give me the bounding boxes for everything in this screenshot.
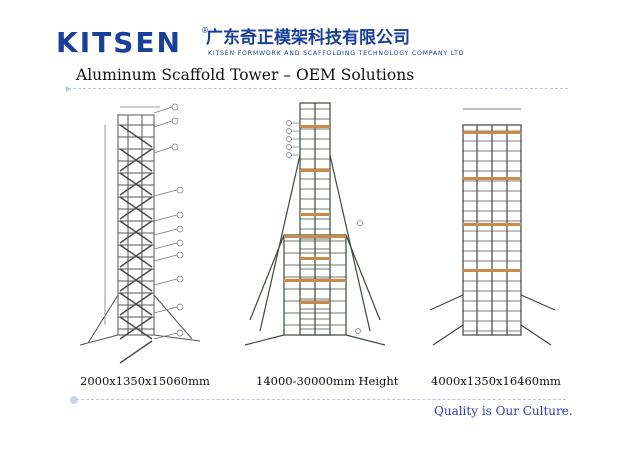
company-slogan: Quality is Our Culture.: [434, 404, 573, 418]
scaffold-double-bay-tower-figure: [429, 108, 556, 346]
footer-bullet-icon: [70, 396, 78, 404]
divider-arrow-icon: [66, 86, 71, 92]
scaffold-stair-tower-figure: [80, 103, 201, 364]
company-name-english: KITSEN FORMWORK AND SCAFFOLDING TECHNOLO…: [208, 50, 465, 57]
product-caption-2: 14000-30000mm Height: [256, 374, 399, 388]
product-caption-1: 2000x1350x15060mm: [80, 374, 210, 388]
company-logo: KITSEN: [56, 26, 182, 59]
company-name-chinese: 广东奇正模架科技有限公司: [206, 28, 410, 48]
scaffold-high-tower-figure: [244, 102, 386, 346]
bottom-divider: [76, 399, 566, 400]
company-header: KITSEN ® 广东奇正模架科技有限公司 KITSEN FORMWORK AN…: [56, 26, 476, 66]
top-divider: [68, 88, 568, 89]
registered-mark: ®: [201, 26, 209, 35]
page-title: Aluminum Scaffold Tower – OEM Solutions: [76, 66, 415, 84]
product-caption-3: 4000x1350x16460mm: [431, 374, 561, 388]
